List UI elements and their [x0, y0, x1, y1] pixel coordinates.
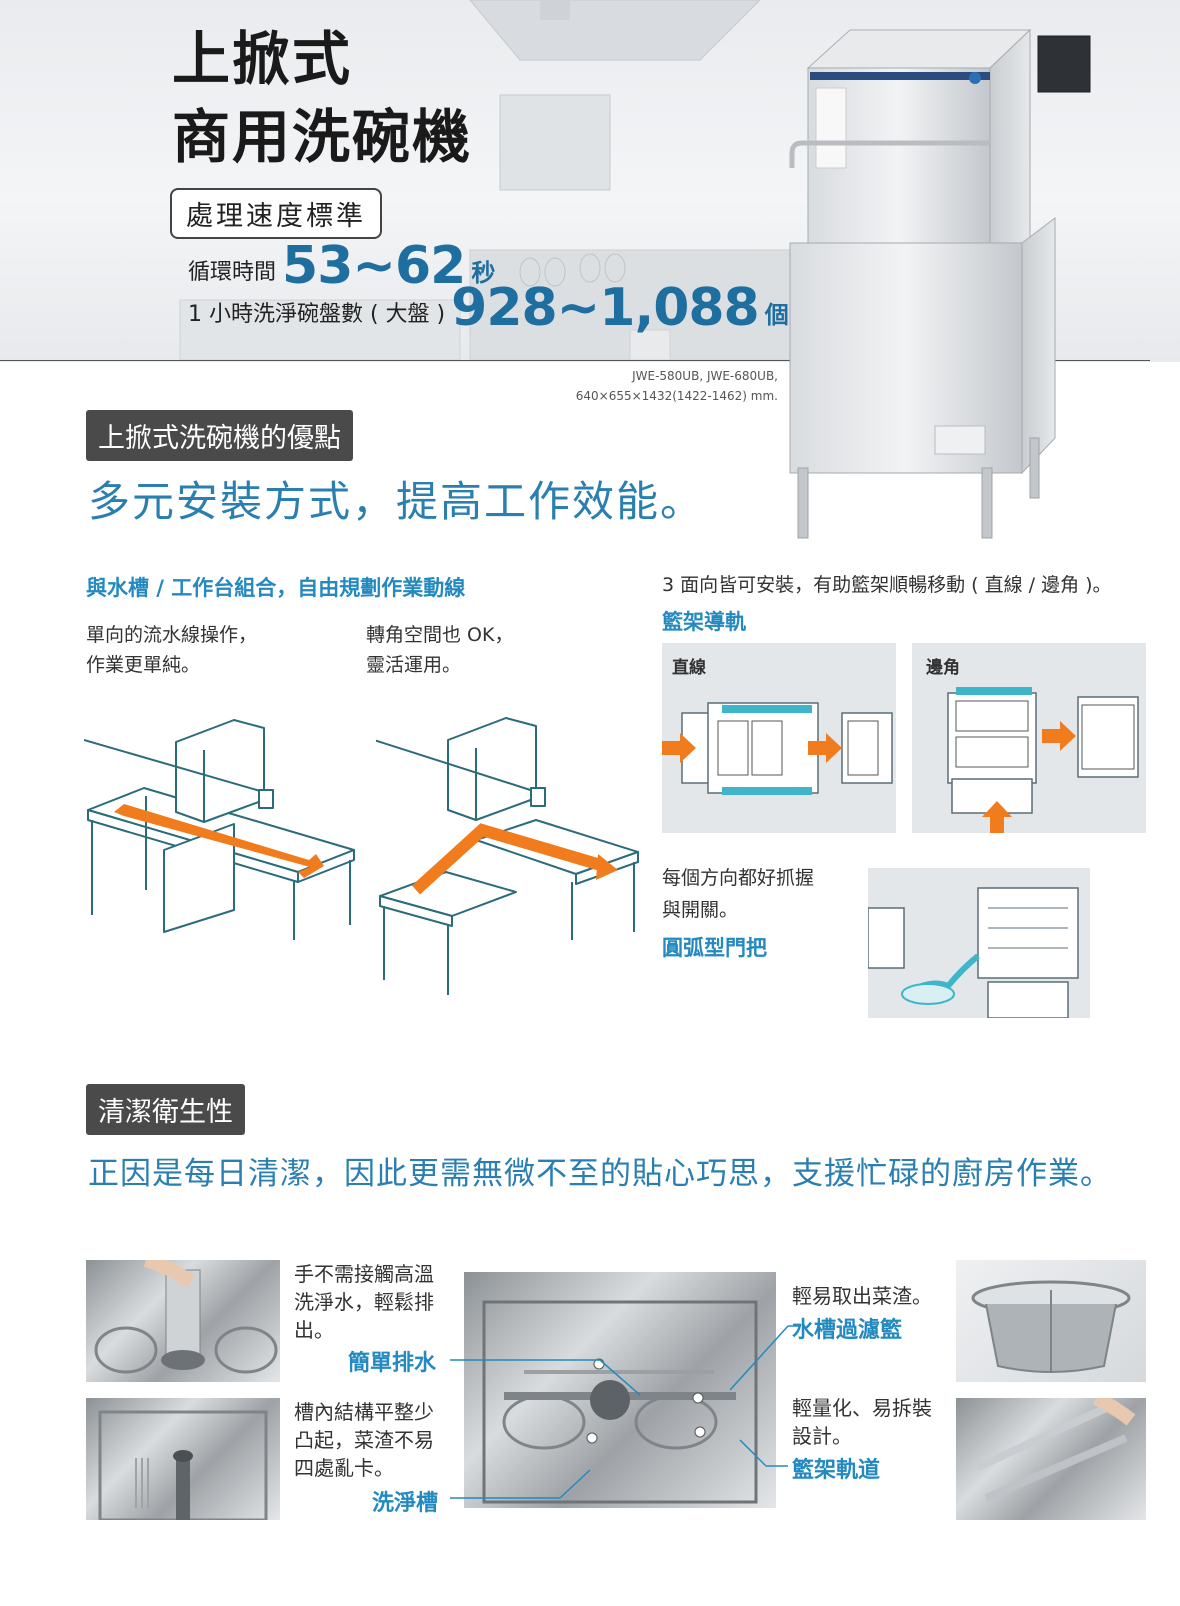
title-line-1: 上掀式	[172, 25, 353, 93]
wash-chamber-photo-illustration	[482, 1300, 758, 1504]
drain-photo-illustration	[94, 1260, 278, 1374]
straight-layout-panel: 直線	[662, 643, 896, 833]
straight-layout-diagram	[662, 702, 893, 795]
three-direction-intro: 3 面向皆可安裝，有助籃架順暢移動 ( 直線 / 邊角 )。	[662, 574, 1112, 596]
corner-desc-line-1: 轉角空間也 OK，	[366, 624, 514, 646]
straight-desc-line-1: 單向的流水線操作，	[86, 624, 258, 646]
handle-diagram-panel	[868, 868, 1090, 1018]
rail-desc-line-2: 設計。	[792, 1424, 852, 1448]
dish-count-label: 1 小時洗淨碗盤數 ( 大盤 )	[188, 302, 446, 327]
dish-count-value: 928~1,088	[451, 278, 760, 338]
drain-desc-line-3: 出。	[294, 1318, 334, 1342]
corner-layout-diagram	[947, 687, 1139, 833]
hygiene-headline: 正因是每日清潔，因此更需無微不至的貼心巧思，支援忙碌的廚房作業。	[88, 1156, 1112, 1192]
handle-desc-line-1: 每個方向都好抓握	[662, 867, 815, 889]
straight-installation-illustration	[84, 719, 355, 940]
cycle-time-unit: 秒	[471, 259, 496, 287]
cycle-time-row: 循環時間 53~62 秒	[188, 240, 495, 292]
wash-chamber-photo	[464, 1272, 776, 1508]
straight-line-description: 單向的流水線操作， 作業更單純。	[86, 620, 257, 680]
dish-count-unit: 個	[764, 301, 789, 329]
filter-basket-label: 水槽過濾籃	[792, 1318, 903, 1343]
model-numbers: JWE-580UB, JWE-680UB,	[632, 369, 778, 383]
filter-description: 輕易取出菜渣。	[792, 1284, 932, 1308]
dishwasher-product-image	[789, 28, 1091, 539]
advantages-headline: 多元安裝方式，提高工作效能。	[88, 477, 705, 526]
cycle-time-label: 循環時間	[188, 260, 277, 285]
drain-desc-line-2: 洗淨水，輕鬆排	[294, 1290, 434, 1314]
drain-photo	[86, 1260, 280, 1382]
workflow-arrow-straight	[114, 804, 324, 878]
wash-tank-photo	[86, 1398, 280, 1520]
wash-tank-label: 洗淨槽	[372, 1491, 439, 1516]
tank-desc-line-3: 四處亂卡。	[294, 1456, 394, 1480]
workflow-arrow-corner	[411, 823, 606, 895]
rack-rail-illustration	[974, 1398, 1136, 1502]
straight-desc-line-2: 作業更單純。	[86, 654, 201, 676]
round-handle-label: 圓弧型門把	[662, 936, 767, 960]
rail-description: 輕量化、易拆裝 設計。	[792, 1394, 932, 1450]
straight-layout-label: 直線	[672, 658, 706, 678]
rail-desc-line-1: 輕量化、易拆裝	[792, 1396, 932, 1420]
tank-desc-line-2: 凸起，菜渣不易	[294, 1428, 434, 1452]
sink-combination-subtitle: 與水槽 / 工作台組合，自由規劃作業動線	[86, 576, 466, 600]
drain-desc-line-1: 手不需接觸高溫	[294, 1262, 434, 1286]
cycle-time-value: 53~62	[282, 236, 466, 296]
advantages-section-tag: 上掀式洗碗機的優點	[86, 410, 353, 461]
hygiene-section-tag: 清潔衛生性	[86, 1084, 245, 1135]
wash-tank-photo-illustration	[98, 1410, 268, 1520]
filter-basket-illustration	[971, 1280, 1131, 1373]
callout-leader-lines	[450, 1325, 800, 1499]
handle-diagram	[868, 887, 1079, 1018]
model-dimensions: 640×655×1432(1422-1462) mm.	[575, 389, 778, 403]
corner-desc-line-2: 靈活運用。	[366, 654, 462, 676]
rack-rail-photo	[956, 1398, 1146, 1520]
model-spec: JWE-580UB, JWE-680UB, 640×655×1432(1422-…	[520, 366, 778, 406]
tank-desc-line-1: 槽內結構平整少	[294, 1400, 434, 1424]
handle-description: 每個方向都好抓握 與開關。	[662, 862, 814, 926]
hero-divider	[0, 360, 1150, 361]
dish-count-row: 1 小時洗淨碗盤數 ( 大盤 ) 928~1,088 個	[188, 282, 789, 334]
filter-basket-photo	[956, 1260, 1146, 1382]
title-line-2: 商用洗碗機	[172, 103, 473, 171]
rack-guide-label: 籃架導軌	[662, 610, 746, 634]
rack-rail-label: 籃架軌道	[792, 1458, 881, 1483]
corner-installation-illustration	[376, 717, 639, 995]
drain-description: 手不需接觸高溫 洗淨水，輕鬆排 出。	[294, 1260, 434, 1344]
corner-layout-label: 邊角	[926, 658, 960, 678]
speed-standard-box: 處理速度標準	[170, 188, 382, 239]
corner-layout-panel: 邊角	[912, 643, 1146, 833]
tank-description: 槽內結構平整少 凸起，菜渣不易 四處亂卡。	[294, 1398, 434, 1482]
corner-description: 轉角空間也 OK， 靈活運用。	[366, 620, 513, 680]
kitchen-background-illustration	[179, 0, 791, 361]
handle-desc-line-2: 與開關。	[662, 899, 739, 921]
easy-drain-label: 簡單排水	[348, 1351, 437, 1376]
